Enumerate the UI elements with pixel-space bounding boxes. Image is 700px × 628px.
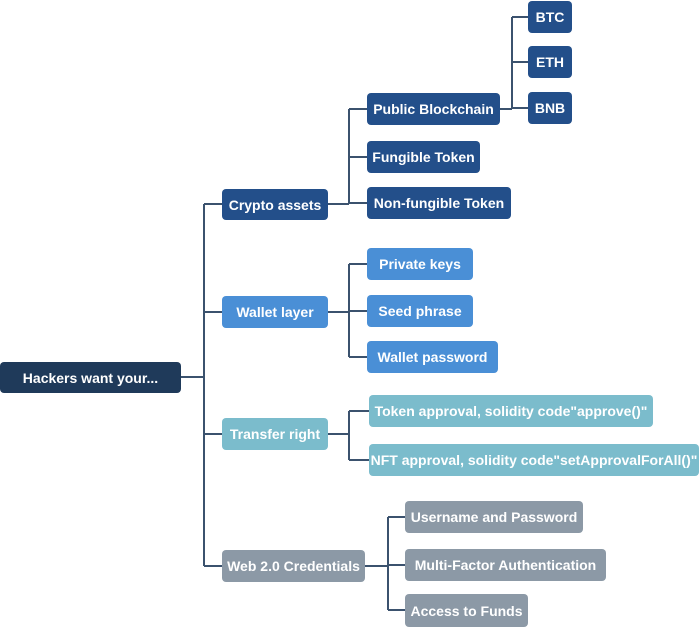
access-to-funds-node: Access to Funds	[405, 594, 528, 627]
transfer-right-node: Transfer right	[222, 418, 328, 450]
mfa-node: Multi-Factor Authentication	[405, 549, 606, 581]
private-keys-node: Private keys	[367, 248, 473, 280]
btc-node: BTC	[528, 1, 572, 33]
bnb-node: BNB	[528, 92, 572, 124]
token-approval-node: Token approval, solidity code"approve()"	[369, 395, 653, 427]
seed-phrase-node: Seed phrase	[367, 295, 473, 327]
web2-credentials-node: Web 2.0 Credentials	[222, 550, 365, 582]
crypto-assets-node: Crypto assets	[222, 189, 328, 220]
fungible-token-node: Fungible Token	[367, 141, 480, 173]
root-node: Hackers want your...	[0, 362, 181, 393]
nft-approval-node: NFT approval, solidity code"setApprovalF…	[369, 444, 699, 476]
username-password-node: Username and Password	[405, 501, 583, 533]
eth-node: ETH	[528, 46, 572, 78]
wallet-layer-node: Wallet layer	[222, 296, 328, 328]
wallet-password-node: Wallet password	[367, 341, 498, 373]
non-fungible-token-node: Non-fungible Token	[367, 187, 511, 219]
public-blockchain-node: Public Blockchain	[367, 93, 500, 125]
